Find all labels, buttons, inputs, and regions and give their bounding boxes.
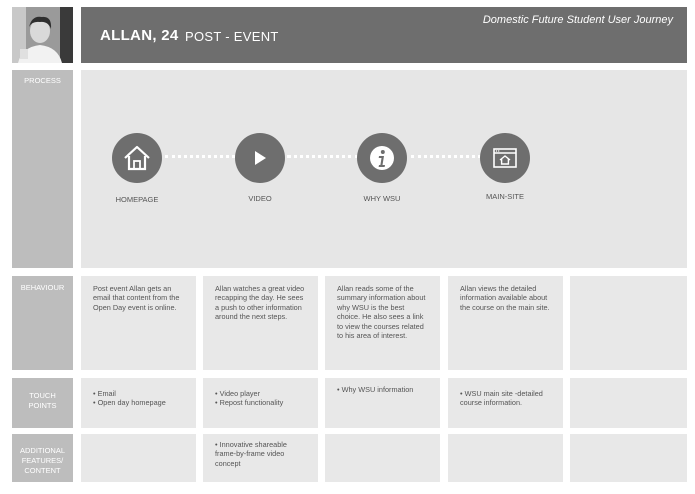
persona-name: ALLAN, 24 (100, 27, 179, 44)
play-icon (235, 133, 285, 183)
step-label: MAIN-SITE (486, 192, 524, 201)
row-label-behaviour: BEHAVIOUR (12, 276, 73, 370)
touch-points-list: Email Open day homepage (93, 389, 184, 408)
row-label-additional: ADDITIONAL FEATURES/ CONTENT (12, 434, 73, 482)
row-label-process: PROCESS (12, 70, 73, 268)
browser-home-icon (480, 133, 530, 183)
house-icon (112, 133, 162, 183)
behaviour-cell: Allan reads some of the summary informat… (325, 276, 440, 370)
list-item: Email (93, 389, 184, 398)
journey-title: Domestic Future Student User Journey (482, 14, 673, 26)
behaviour-cell: Allan views the detailed information ava… (448, 276, 563, 370)
touch-points-cell: Email Open day homepage (81, 378, 196, 428)
persona-photo (12, 7, 73, 63)
touch-points-list: Video player Repost functionality (215, 389, 306, 408)
list-item: Innovative shareable frame-by-frame vide… (215, 440, 306, 468)
behaviour-cell: Post event Allan gets an email that cont… (81, 276, 196, 370)
additional-cell (81, 434, 196, 482)
additional-cell: Innovative shareable frame-by-frame vide… (203, 434, 318, 482)
behaviour-cell (570, 276, 687, 370)
additional-cell (325, 434, 440, 482)
additional-list: Innovative shareable frame-by-frame vide… (215, 440, 306, 468)
list-item: Repost functionality (215, 398, 306, 407)
step-label: HOMEPAGE (115, 195, 159, 204)
connector-dots (411, 155, 481, 158)
header-bar: ALLAN, 24 POST - EVENT Domestic Future S… (81, 7, 687, 63)
persona-stage: POST - EVENT (185, 29, 279, 44)
list-item: Why WSU information (337, 385, 428, 394)
touch-points-cell: WSU main site -detailed course informati… (448, 378, 563, 428)
list-item: Open day homepage (93, 398, 184, 407)
list-item: Video player (215, 389, 306, 398)
behaviour-cell: Allan watches a great video recapping th… (203, 276, 318, 370)
touch-points-cell (570, 378, 687, 428)
touch-points-list: Why WSU information (337, 385, 428, 394)
touch-points-cell: Why WSU information (325, 378, 440, 428)
process-panel: HOMEPAGE VIDEO WHY WSU MAIN-SITE (81, 70, 687, 268)
info-icon (357, 133, 407, 183)
list-item: WSU main site -detailed course informati… (460, 389, 551, 408)
step-label: VIDEO (248, 194, 272, 203)
additional-cell (570, 434, 687, 482)
row-label-touch-points: TOUCH POINTS (12, 378, 73, 428)
step-label: WHY WSU (363, 194, 401, 203)
additional-cell (448, 434, 563, 482)
connector-dots (165, 155, 235, 158)
connector-dots (287, 155, 359, 158)
touch-points-list: WSU main site -detailed course informati… (460, 389, 551, 408)
touch-points-cell: Video player Repost functionality (203, 378, 318, 428)
